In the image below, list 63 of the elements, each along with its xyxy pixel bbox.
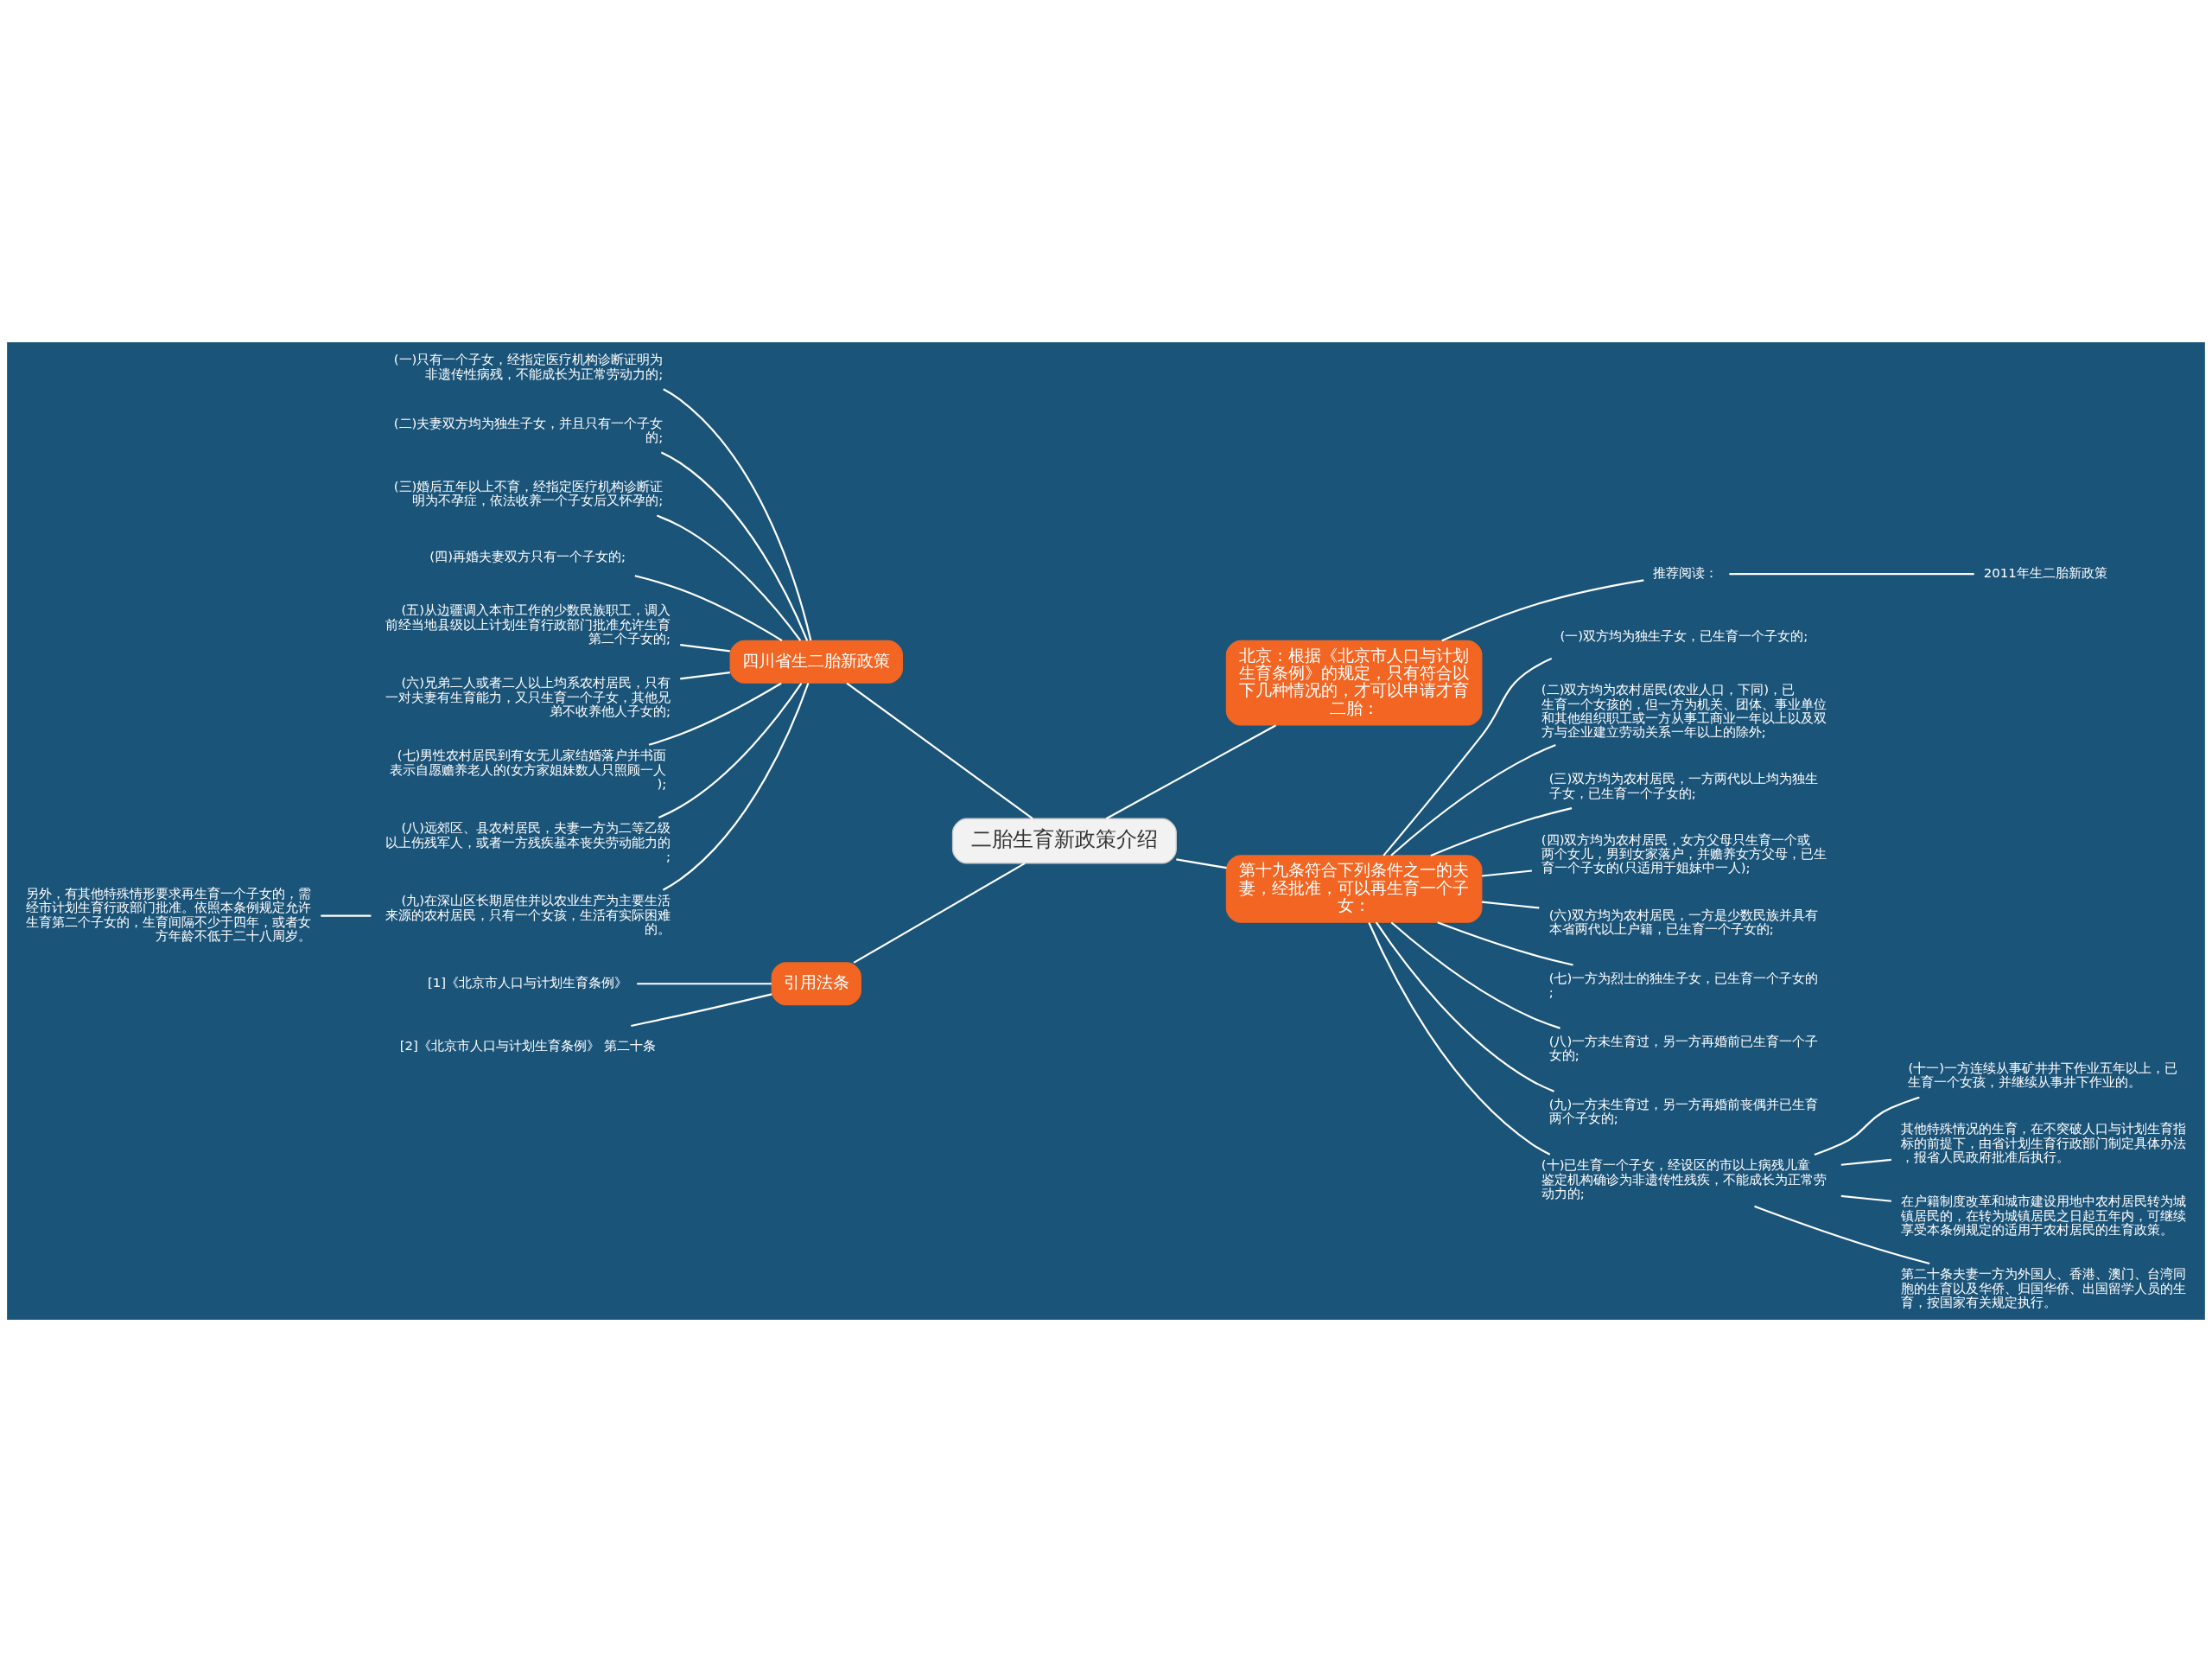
node-text: [2]《北京市人口与计划生育条例》 第二十条 xyxy=(399,1038,656,1054)
connector xyxy=(658,683,803,818)
connector xyxy=(1481,901,1540,909)
node-box: 二胎生育新政策介绍 xyxy=(951,818,1177,864)
connector xyxy=(680,644,730,653)
node-text: 第二十条夫妻一方为外国人、香港、澳门、台湾同胞的生育以及华侨、归国华侨、出国留学人员的生育，按国家有关规定执行。 xyxy=(1900,1266,2186,1310)
node-text: (一)只有一个子女，经指定医疗机构诊断证明为非遗传性病残，不能成长为正常劳动力的; xyxy=(393,352,664,382)
connector xyxy=(853,862,1026,964)
connector xyxy=(321,914,372,917)
connector xyxy=(1176,858,1227,869)
node-text: (七)一方为烈士的独生子女，已生育一个子女的; xyxy=(1548,970,1819,1000)
node-text: (三)婚后五年以上不育，经指定医疗机构诊断证明为不孕症，依法收养一个子女后又怀孕的; xyxy=(393,478,664,508)
connector xyxy=(662,682,810,891)
connector xyxy=(1840,1158,1891,1166)
node-text: (六)兄弟二人或者二人以上均系农村居民，只有一对夫妻有生育能力，又只生育一个子女，其他兄弟不收养他人子女的; xyxy=(385,675,671,719)
node-box: 第十九条符合下列条件之一的夫妻，经批准，可以再生育一个子女： xyxy=(1225,855,1483,923)
connector xyxy=(1390,744,1556,856)
node-box: 四川省生二胎新政策 xyxy=(729,640,903,684)
connector xyxy=(680,672,730,680)
connector xyxy=(1840,1194,1891,1202)
connector xyxy=(648,682,782,746)
node-text: (五)从边疆调入本市工作的少数民族职工，调入前经当地县级以上计划生育行政部门批准允许生育第二个子女的; xyxy=(385,602,671,646)
connector xyxy=(1430,807,1573,856)
connector xyxy=(1441,579,1644,642)
connector xyxy=(1390,921,1560,1029)
node-box: 北京：根据《北京市人口与计划生育条例》的规定，只有符合以下几种情况的，才可以申请才育二胎： xyxy=(1225,640,1483,726)
connector xyxy=(1375,921,1554,1092)
node-text: 其他特殊情况的生育，在不突破人口与计划生育指标的前提下，由省计划生育行政部门制定具体办法，报省人民政府批准后执行。 xyxy=(1900,1121,2186,1165)
connector xyxy=(663,388,812,641)
node-text: 2011年生二胎新政策 xyxy=(1983,564,2107,581)
node-text: (四)双方均为农村居民，女方父母只生育一个或两个女儿，男到女家落户，并赡养女方父母，已生育一个子女的(只适用于姐妹中一人); xyxy=(1541,831,1827,876)
connector xyxy=(631,993,772,1027)
node-text: (二)夫妻双方均为独生子女，并且只有一个子女的; xyxy=(393,415,664,445)
node-text: (十一)一方连续从事矿井井下作业五年以上，已生育一个女孩，并继续从事井下作业的。 xyxy=(1908,1060,2178,1091)
node-box: 引用法条 xyxy=(771,962,861,1006)
connector xyxy=(1105,724,1277,820)
node-text: (十)已生育一个子女，经设区的市以上病残儿童鉴定机构确诊为非遗传性残疾，不能成长为正常劳动力的; xyxy=(1541,1157,1827,1201)
connector xyxy=(1814,1096,1920,1156)
node-text: (八)远郊区、县农村居民，夫妻一方为二等乙级以上伤残军人，或者一方残疾基本丧失劳动能力的; xyxy=(385,820,671,864)
node-text: (三)双方均为农村居民，一方两代以上均为独生子女，已生育一个子女的; xyxy=(1548,771,1819,801)
connector xyxy=(1382,657,1553,856)
connector xyxy=(660,451,809,641)
connector xyxy=(846,682,1033,820)
node-text: 在户籍制度改革和城市建设用地中农村居民转为城镇居民的，在转为城镇居民之日起五年内，可继续享受本条例规定的适用于农村居民的生育政策。 xyxy=(1900,1194,2186,1238)
connector xyxy=(637,983,772,985)
connector xyxy=(1754,1205,1930,1264)
node-text: (七)男性农村居民到有女无儿家结婚落户并书面表示自愿赡养老人的(女方家姐妹数人只照顾一人); xyxy=(389,748,667,792)
node-text: (二)双方均为农村居民(农业人口，下同)，已生育一个女孩的，但一方为机关、团体、事业单位和其他组织职工或一方从事工商业一年以上以及双方与企业建立劳动关系一年以上的除外; xyxy=(1541,682,1827,741)
connector xyxy=(634,575,783,641)
node-text: 另外，有其他特殊情形要求再生育一个子女的，需经市计划生育行政部门批准。依照本条例规定允许生育第二个子女的，生育间隔不少于四年，或者女方年龄不低于二十八周岁。 xyxy=(26,886,312,944)
node-text: (六)双方均为农村居民，一方是少数民族并具有本省两代以上户籍，已生育一个子女的; xyxy=(1548,907,1819,937)
node-text: (四)再婚夫妻双方只有一个子女的; xyxy=(429,549,626,565)
node-text: (一)双方均为独生子女，已生育一个子女的; xyxy=(1560,628,1808,645)
node-text: (九)一方未生育过，另一方再婚前丧偶并已生育两个子女的; xyxy=(1548,1096,1819,1127)
connector xyxy=(1437,921,1573,966)
connector xyxy=(1481,869,1533,877)
connector xyxy=(1368,922,1551,1156)
connector xyxy=(1729,573,1974,576)
connector xyxy=(656,514,802,641)
node-text: (九)在深山区长期居住并以农业生产为主要生活来源的农村居民，只有一个女孩，生活有实际困难的。 xyxy=(385,893,671,937)
node-text: (八)一方未生育过，另一方再婚前已生育一个子女的; xyxy=(1548,1033,1819,1064)
node-text: 推荐阅读： xyxy=(1653,564,1719,581)
node-text: [1]《北京市人口与计划生育条例》 xyxy=(427,975,628,991)
